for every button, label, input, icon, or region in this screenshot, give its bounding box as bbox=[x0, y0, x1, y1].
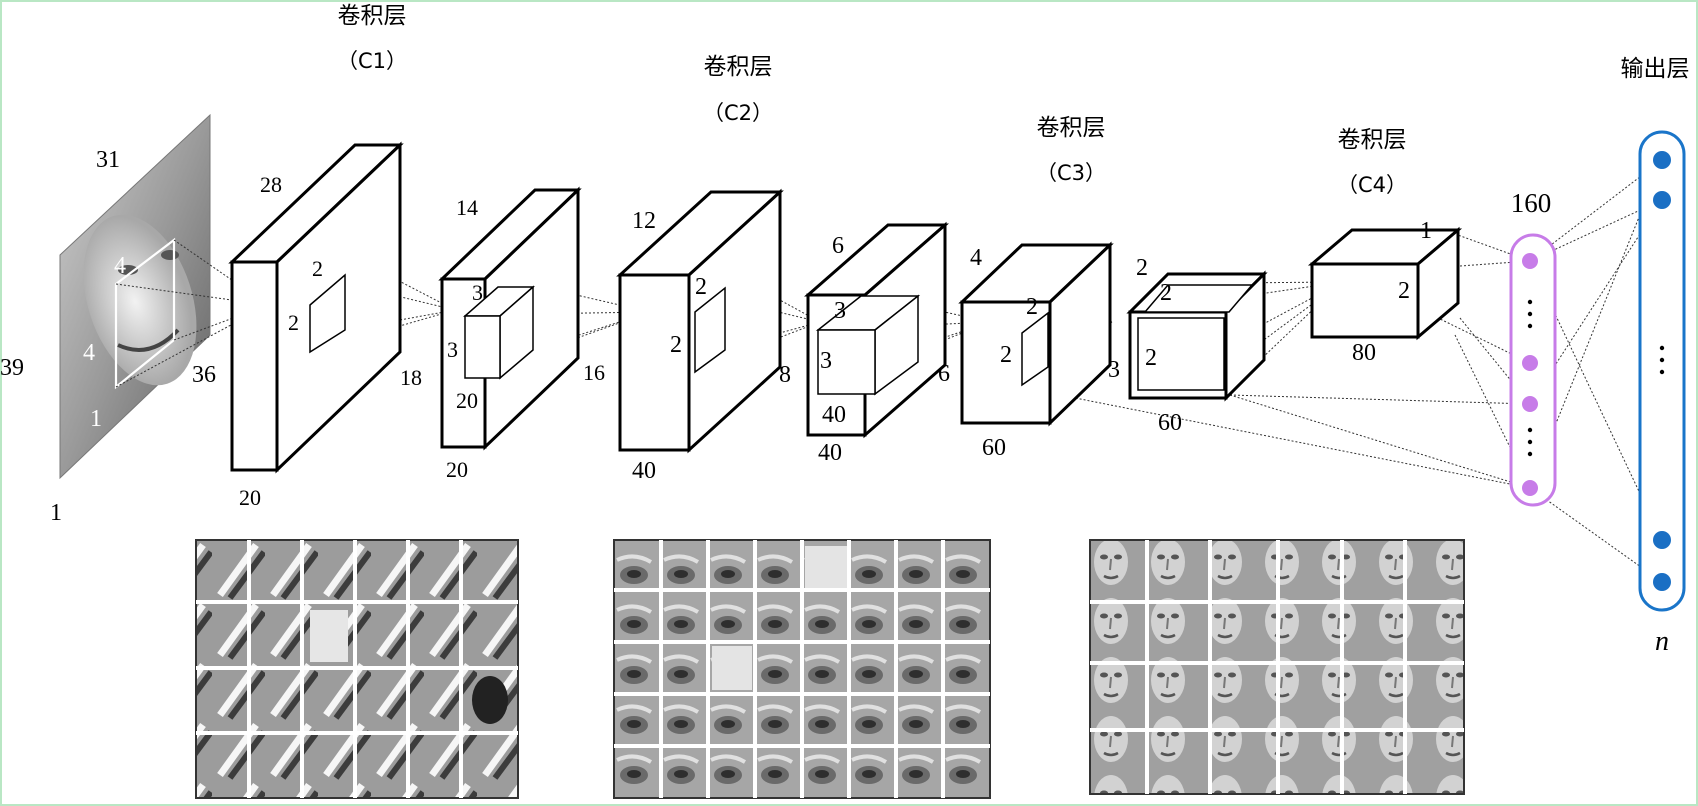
output-node bbox=[1653, 151, 1671, 169]
input-kernel-label-3: 1 bbox=[90, 406, 102, 432]
c3-depth-label: 4 bbox=[970, 245, 982, 271]
output-node bbox=[1653, 573, 1671, 591]
output-layer-title: 输出层 bbox=[1621, 56, 1690, 82]
p1-kernel-label-1: 3 bbox=[472, 280, 483, 305]
c1-labels: 28 20 18 2 2 bbox=[239, 172, 422, 510]
output-ellipsis bbox=[1659, 345, 1665, 375]
fc-layer: 160 bbox=[1509, 188, 1557, 507]
input-side-label: 36 bbox=[192, 362, 216, 388]
c1-height-label: 18 bbox=[400, 365, 422, 390]
fc-ellipsis bbox=[1527, 299, 1533, 457]
fc-node bbox=[1522, 480, 1538, 496]
c1-width-label: 20 bbox=[239, 485, 261, 510]
output-size-label: n bbox=[1655, 626, 1669, 657]
p1-depth-label: 14 bbox=[456, 195, 478, 220]
c2-filter-visualization bbox=[613, 539, 991, 799]
c2-feature-map bbox=[616, 188, 784, 454]
p3-kernel-label-1: 2 bbox=[1160, 280, 1172, 306]
p2-kernel-label-2: 3 bbox=[820, 348, 832, 374]
c4-kernel-label: 2 bbox=[1398, 278, 1410, 304]
c2-kernel-label-1: 2 bbox=[695, 274, 707, 300]
c3-kernel-label-1: 2 bbox=[1026, 294, 1038, 320]
input-left-label: 39 bbox=[0, 355, 24, 381]
input-labels: 31 39 1 36 4 4 1 bbox=[0, 147, 216, 526]
fc-size-label: 160 bbox=[1511, 188, 1552, 218]
layer-title-c4: 卷积层 （C4） bbox=[1337, 127, 1407, 197]
output-node bbox=[1653, 191, 1671, 209]
c3-subtitle: （C3） bbox=[1036, 161, 1106, 185]
layer-title-c3: 卷积层 （C3） bbox=[1036, 115, 1106, 185]
c4-title: 卷积层 bbox=[1338, 127, 1407, 153]
p2-height-label: 6 bbox=[938, 361, 950, 387]
c1-subtitle: （C1） bbox=[337, 49, 407, 73]
p1-kernel-label-2: 3 bbox=[447, 337, 458, 362]
c4-labels: 1 80 2 bbox=[1352, 218, 1432, 366]
input-kernel-label-2: 4 bbox=[83, 340, 95, 366]
p2-labels: 6 40 6 3 3 40 bbox=[818, 233, 950, 466]
c4-subtitle: （C4） bbox=[1337, 173, 1407, 197]
c4-feature-map bbox=[1307, 226, 1463, 341]
p1-width-label: 20 bbox=[446, 457, 468, 482]
p3-labels: 2 60 2 2 bbox=[1136, 255, 1182, 436]
c4-width-label: 80 bbox=[1352, 340, 1376, 366]
c1-feature-map bbox=[228, 141, 404, 474]
c3-filter-visualization bbox=[1089, 539, 1465, 795]
c4-depth-label: 1 bbox=[1420, 218, 1432, 244]
layer-title-c2: 卷积层 （C2） bbox=[703, 54, 773, 125]
c2-subtitle: （C2） bbox=[703, 101, 773, 125]
layer-title-c1: 卷积层 （C1） bbox=[337, 3, 407, 73]
input-top-label: 31 bbox=[96, 147, 120, 173]
p3-feature-map bbox=[1126, 270, 1268, 402]
p1-kernel-label-3: 20 bbox=[456, 388, 478, 413]
p1-feature-map bbox=[438, 186, 582, 451]
fc-node bbox=[1522, 396, 1538, 412]
c2-title: 卷积层 bbox=[704, 54, 773, 80]
output-node bbox=[1653, 531, 1671, 549]
p2-kernel-label-3: 40 bbox=[822, 402, 846, 428]
p3-width-label: 60 bbox=[1158, 410, 1182, 436]
input-kernel-label-1: 4 bbox=[114, 253, 126, 279]
c3-feature-map bbox=[958, 241, 1114, 427]
c3-kernel-label-2: 2 bbox=[1000, 342, 1012, 368]
c1-kernel-label-2: 2 bbox=[288, 310, 299, 335]
input-face-image bbox=[59, 113, 211, 480]
p3-kernel-label-2: 2 bbox=[1145, 345, 1157, 371]
p1-labels: 14 20 16 3 3 20 bbox=[446, 195, 605, 482]
c2-height-label: 8 bbox=[779, 362, 791, 388]
p2-kernel-label-1: 3 bbox=[834, 298, 846, 324]
output-layer: n bbox=[1638, 130, 1686, 657]
c1-kernel-label-1: 2 bbox=[312, 256, 323, 281]
c2-width-label: 40 bbox=[632, 458, 656, 484]
c3-title: 卷积层 bbox=[1037, 115, 1106, 141]
c1-depth-label: 28 bbox=[260, 172, 282, 197]
c3-height-label: 3 bbox=[1108, 357, 1120, 383]
p2-feature-map bbox=[804, 221, 949, 439]
fc-node bbox=[1522, 253, 1538, 269]
c3-width-label: 60 bbox=[982, 435, 1006, 461]
p1-height-label: 16 bbox=[583, 360, 605, 385]
p2-width-label: 40 bbox=[818, 440, 842, 466]
input-bottom-label: 1 bbox=[50, 500, 62, 526]
c3-labels: 4 60 3 2 2 bbox=[970, 245, 1120, 461]
c1-title: 卷积层 bbox=[338, 3, 407, 29]
fc-node bbox=[1522, 355, 1538, 371]
c2-kernel-label-2: 2 bbox=[670, 332, 682, 358]
p3-depth-label: 2 bbox=[1136, 255, 1148, 281]
c2-labels: 12 40 8 2 2 bbox=[632, 208, 791, 484]
c1-filter-visualization bbox=[195, 539, 519, 799]
c2-depth-label: 12 bbox=[632, 208, 656, 234]
p2-depth-label: 6 bbox=[832, 233, 844, 259]
